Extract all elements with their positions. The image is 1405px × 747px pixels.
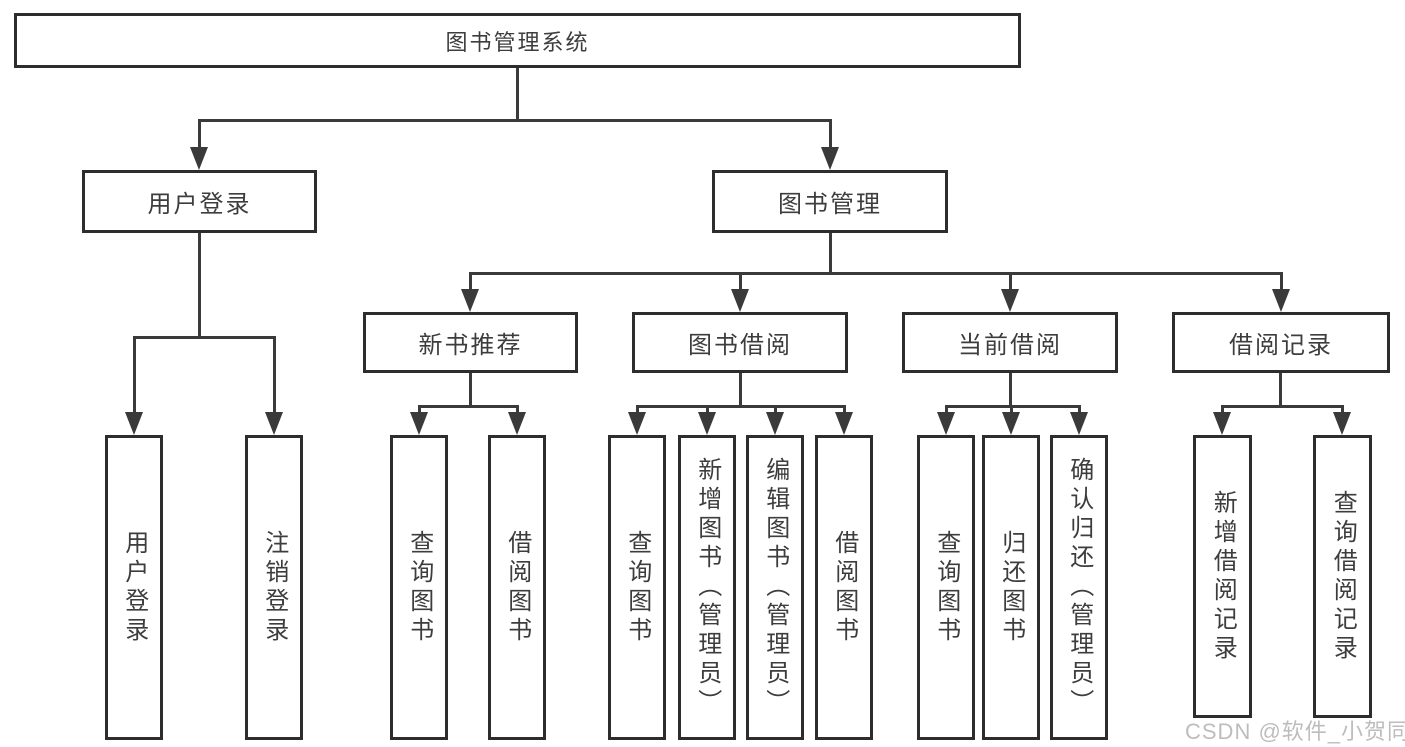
arrow-down-icon [835,412,853,435]
arrow-down-icon [508,412,526,435]
arrow-down-icon [766,412,784,435]
arrow-down-icon [265,412,283,435]
connector-line [774,405,777,416]
node-current-borrow-label: 当前借阅 [958,332,1062,359]
connector-line [1279,373,1282,407]
arrow-down-icon [190,147,208,170]
connector-line [1341,405,1344,416]
leaf-edit-books-admin-label: 编辑图书（管理员） [761,457,789,718]
leaf-borrow-books-recommend: 借阅图书 [488,435,546,740]
arrow-down-icon [731,289,749,312]
connector-line [636,405,639,416]
connector-line [739,373,742,407]
leaf-query-books-current-label: 查询图书 [932,529,960,646]
leaf-query-borrow-record: 查询借阅记录 [1313,435,1372,718]
connector-line [706,405,709,416]
leaf-confirm-return-admin-label: 确认归还（管理员） [1065,457,1093,718]
leaf-add-books-admin-label: 新增图书（管理员） [693,457,721,718]
node-book-borrow-label: 图书借阅 [688,332,792,359]
node-book-management-label: 图书管理 [778,191,882,218]
leaf-user-login: 用户登录 [105,435,163,740]
node-book-management: 图书管理 [712,170,948,233]
connector-line [469,272,1283,275]
leaf-add-borrow-record-label: 新增借阅记录 [1209,489,1237,664]
leaf-borrow-books: 借阅图书 [815,435,873,740]
leaf-borrow-books-recommend-label: 借阅图书 [503,529,531,646]
node-borrow-records: 借阅记录 [1172,312,1390,373]
arrow-down-icon [1001,289,1019,312]
connector-line [636,405,846,408]
connector-line [1009,373,1012,407]
connector-line [843,405,846,416]
connector-line [516,68,519,121]
leaf-logout-label: 注销登录 [260,529,288,646]
leaf-query-books-borrow-label: 查询图书 [623,529,651,646]
connector-line [133,336,136,416]
leaf-add-borrow-record: 新增借阅记录 [1193,435,1252,718]
connector-line [133,336,276,339]
connector-line [1009,272,1012,293]
connector-line [945,405,1081,408]
leaf-return-books-label: 归还图书 [997,529,1025,646]
node-user-login-label: 用户登录 [147,191,252,218]
connector-line [1221,405,1224,416]
leaf-add-books-admin: 新增图书（管理员） [678,435,736,740]
leaf-edit-books-admin: 编辑图书（管理员） [746,435,804,740]
arrow-down-icon [1213,412,1231,435]
node-root-label: 图书管理系统 [445,29,590,55]
connector-line [1280,272,1283,293]
connector-line [1078,405,1081,416]
leaf-borrow-books-label: 借阅图书 [830,529,858,646]
arrow-down-icon [698,412,716,435]
arrow-down-icon [821,147,839,170]
arrow-down-icon [628,412,646,435]
arrow-down-icon [1002,412,1020,435]
leaf-query-borrow-record-label: 查询借阅记录 [1329,489,1357,664]
connector-line [945,405,948,416]
connector-line [469,373,472,407]
leaf-confirm-return-admin: 确认归还（管理员） [1050,435,1108,740]
connector-line [516,405,519,416]
connector-line [198,233,201,338]
leaf-return-books: 归还图书 [982,435,1040,740]
arrow-down-icon [1333,412,1351,435]
node-borrow-records-label: 借阅记录 [1229,332,1333,359]
node-root: 图书管理系统 [14,13,1021,68]
connector-line [829,233,832,274]
connector-line [739,272,742,293]
leaf-query-books-recommend-label: 查询图书 [405,529,433,646]
leaf-user-login-label: 用户登录 [120,529,148,646]
arrow-down-icon [410,412,428,435]
node-new-book-recommend: 新书推荐 [363,312,578,373]
node-current-borrow: 当前借阅 [902,312,1118,373]
connector-line [1221,405,1344,408]
connector-line [469,272,472,293]
arrow-down-icon [1070,412,1088,435]
leaf-query-books-recommend: 查询图书 [390,435,448,740]
arrow-down-icon [937,412,955,435]
node-user-login: 用户登录 [82,170,317,233]
arrow-down-icon [461,289,479,312]
connector-line [198,119,832,122]
watermark: CSDN @软件_小贺同学 [1185,719,1405,744]
connector-line [418,405,421,416]
connector-line [273,336,276,416]
leaf-logout: 注销登录 [245,435,303,740]
leaf-query-books-current: 查询图书 [917,435,975,740]
connector-line [418,405,519,408]
connector-line [198,119,201,151]
arrow-down-icon [1272,289,1290,312]
connector-line [829,119,832,151]
node-book-borrow: 图书借阅 [632,312,848,373]
leaf-query-books-borrow: 查询图书 [608,435,666,740]
node-new-book-recommend-label: 新书推荐 [418,332,523,359]
connector-line [1010,405,1013,416]
arrow-down-icon [125,412,143,435]
